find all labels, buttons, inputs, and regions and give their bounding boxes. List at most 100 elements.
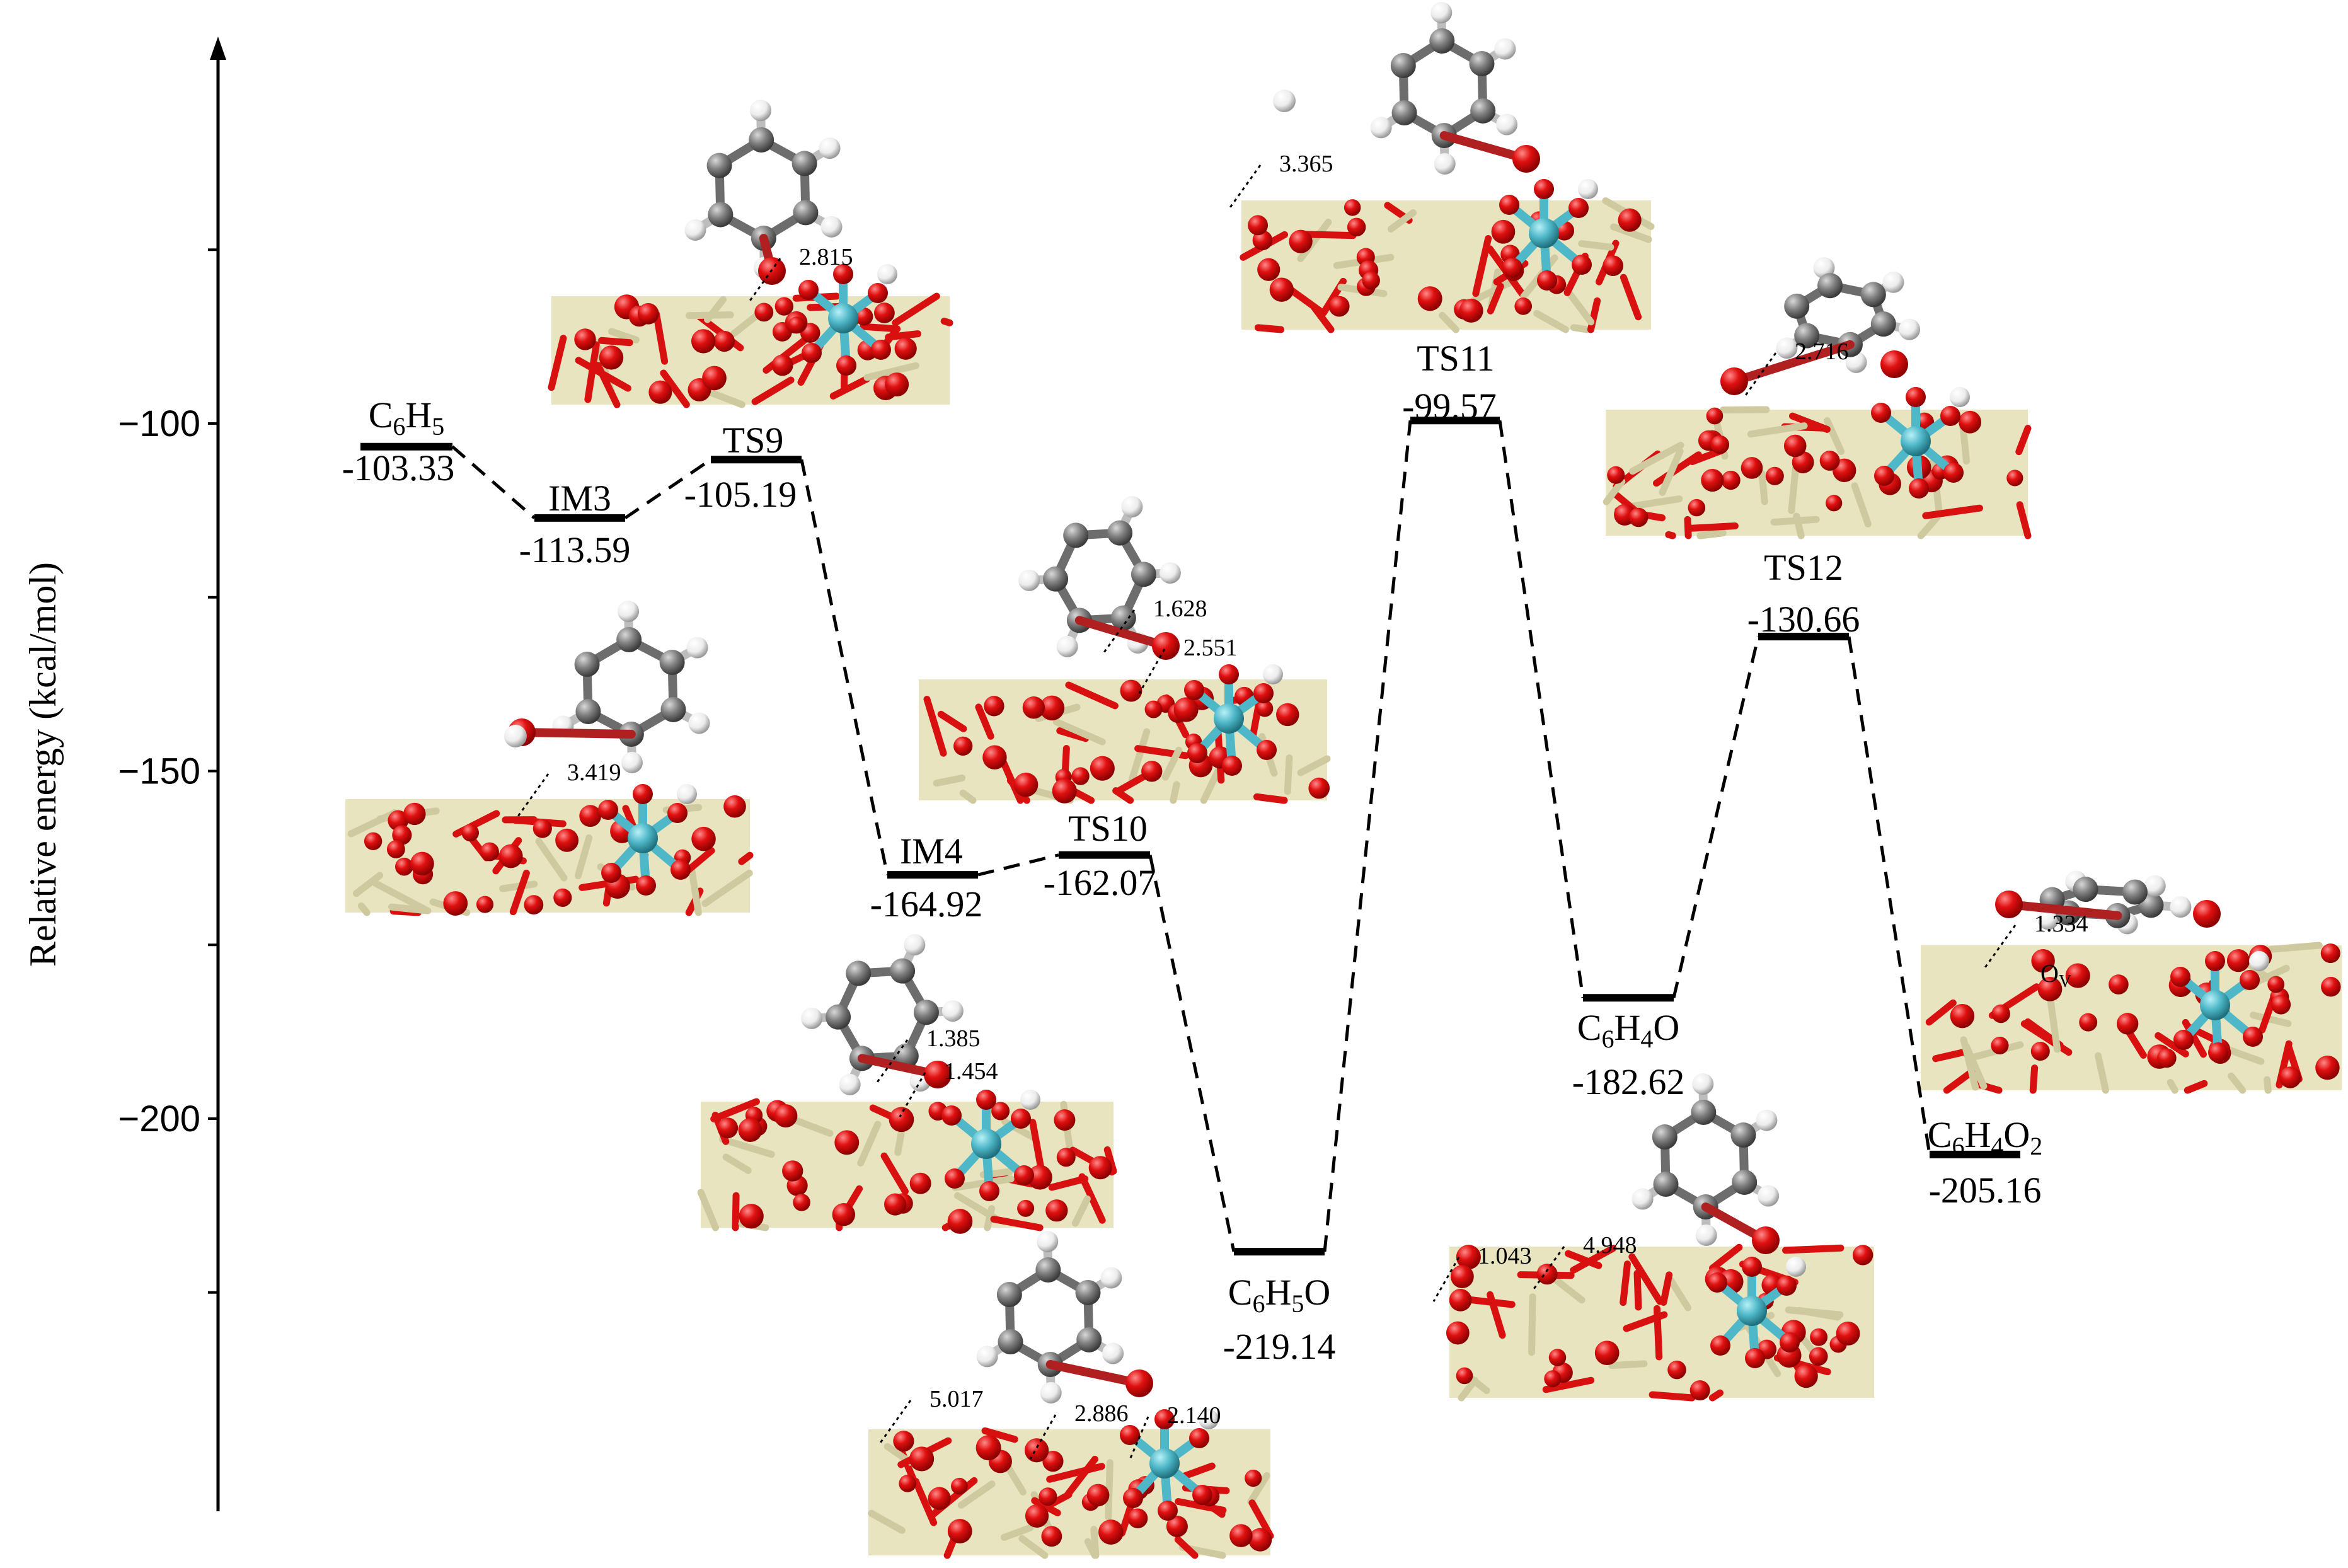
oxygen-atom [1222, 756, 1242, 776]
connector-ts9-im4 [800, 459, 889, 875]
carbon-atom [1469, 50, 1495, 76]
oxygen-atom [833, 264, 853, 284]
metal-atom [1737, 1296, 1767, 1326]
oxygen-atom [1014, 1165, 1034, 1185]
metal-atom [971, 1129, 1001, 1159]
hydrogen-atom [2144, 875, 2166, 897]
connector-c6h5-im3 [451, 445, 536, 519]
carbon-atom [1391, 100, 1417, 126]
oxygen-atom [667, 803, 688, 823]
carbon-atom [793, 200, 819, 226]
oxygen-atom [941, 1105, 962, 1126]
carbon-atom [708, 202, 734, 228]
oxygen-atom [1534, 179, 1554, 199]
hydrogen-atom [1692, 1073, 1714, 1095]
state-name-ts11: TS11 [1417, 338, 1495, 379]
oxygen-atom [798, 280, 819, 300]
bond-distance-label: 3.419 [567, 759, 621, 786]
state-energy-c6h5o: -219.14 [1223, 1326, 1336, 1367]
oxygen-atom [2243, 1027, 2263, 1047]
oxygen-atom [1219, 664, 1239, 684]
oxygen-atom [1192, 1485, 1212, 1505]
carbon-atom [1131, 562, 1156, 587]
oxygen-atom [1871, 403, 1891, 423]
carbon-atom [575, 699, 601, 725]
carbon-atom [1860, 282, 1886, 308]
hydrogen-atom [684, 219, 706, 241]
oxygen-atom [1154, 1409, 1175, 1429]
hydrogen-atom [1695, 1224, 1717, 1246]
carbon-atom [846, 960, 872, 986]
hydrogen-atom [1020, 1090, 1040, 1110]
bond-distance-label: 4.948 [1583, 1232, 1637, 1259]
carbon-atom [706, 153, 732, 178]
hydrogen-atom [839, 1073, 861, 1095]
hydrogen-atom [2037, 908, 2059, 930]
bond-distance-label: 2.886 [1074, 1400, 1129, 1427]
oxygen-atom [1880, 350, 1908, 378]
state-energy-ts9: -105.19 [684, 474, 797, 515]
carbon-atom [1063, 522, 1089, 548]
metal-atom [828, 303, 858, 333]
connector-ts11-c6h4o [1498, 420, 1585, 998]
hydrogen-atom [688, 712, 710, 734]
hydrogen-atom [1786, 1257, 1806, 1277]
carbon-atom [1784, 293, 1810, 319]
hydrogen-atom [1776, 337, 1798, 359]
oxygen-atom [836, 355, 856, 376]
oxygen-atom [2208, 1042, 2228, 1063]
metal-atom [1529, 218, 1559, 248]
oxygen-atom [1189, 1428, 1209, 1448]
carbon-atom [791, 151, 817, 176]
carbon-atom [749, 127, 774, 153]
bond-distance-label: 1.454 [944, 1058, 998, 1085]
hydrogen-atom [2170, 896, 2192, 918]
bond-distance-label: 3.365 [1279, 151, 1333, 177]
oxygen-atom [1995, 891, 2023, 918]
carbon-atom [1429, 28, 1455, 54]
bond-distance-label: 5.017 [929, 1386, 984, 1412]
bond-distance-label: 1.334 [2034, 911, 2088, 937]
carbon-atom [1691, 1100, 1717, 1126]
hydrogen-atom [621, 751, 643, 773]
carbon-atom [1870, 311, 1896, 337]
oxygen-atom [1720, 367, 1748, 395]
state-name-ts9: TS9 [723, 420, 784, 461]
hydrogen-atom [1578, 179, 1598, 199]
carbon-atom [1110, 605, 1136, 631]
oxygen-atom [2173, 1030, 2194, 1050]
carbon-atom [574, 652, 600, 677]
oxygen-atom [2170, 967, 2190, 987]
y-axis-arrow [210, 37, 226, 60]
hydrogen-atom [1756, 1109, 1778, 1131]
oxygen-atom [2193, 900, 2221, 928]
hydrogen-atom [1040, 1381, 1062, 1404]
hydrogen-atom [1273, 89, 1296, 112]
oxygen-atom [868, 283, 888, 303]
oxygen-atom [1158, 1501, 1178, 1521]
hydrogen-atom [976, 1346, 998, 1368]
hydrogen-atom [1882, 271, 1904, 293]
hydrogen-atom [1121, 496, 1143, 518]
carbon-atom [1035, 1257, 1061, 1283]
metal-atom [628, 823, 658, 853]
hydrogen-atom [1758, 1185, 1780, 1207]
hydrogen-atom [941, 1000, 964, 1022]
structure-inset-ts11: 3.365 [1228, 2, 1655, 333]
oxygen-atom [871, 340, 891, 360]
state-name-c6h5o: C6H5O [1228, 1272, 1330, 1318]
y-axis: −100−150−200 Relative energy (kcal/mol) [22, 37, 226, 1511]
bond-distance-label: 2.140 [1167, 1402, 1221, 1429]
carbon-atom [1817, 273, 1843, 299]
oxygen-atom [1909, 478, 1929, 499]
carbon-atom [890, 958, 916, 984]
hydrogen-atom [2249, 951, 2269, 971]
hydrogen-atom [904, 934, 926, 956]
carbon-atom [1730, 1122, 1756, 1148]
hydrogen-atom [1037, 1231, 1059, 1253]
state-name-ts12: TS12 [1764, 547, 1843, 588]
hydrogen-atom [801, 1007, 823, 1029]
oxide-slab [1603, 406, 2032, 539]
